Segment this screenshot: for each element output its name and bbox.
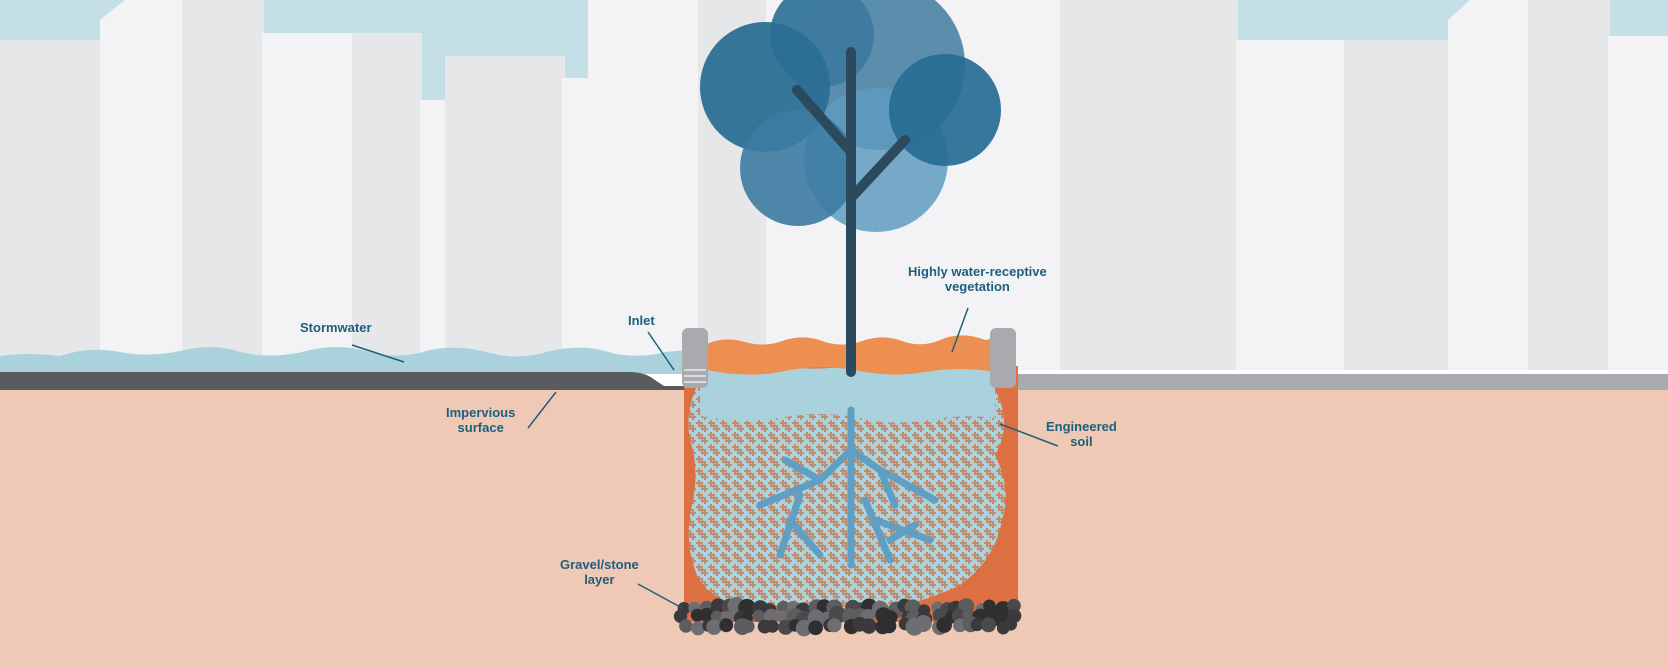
label-engineered-soil: Engineered soil (1046, 419, 1117, 449)
gravel-stone (936, 617, 953, 633)
label-gravel-line1: Gravel/stone (560, 557, 639, 572)
gravel-stone (914, 614, 932, 633)
inlet-grate (684, 369, 706, 383)
label-engineered-line2: soil (1070, 434, 1093, 449)
gravel-stone (719, 618, 734, 633)
water-saturated-zone (688, 376, 1006, 609)
pooled-water (700, 361, 995, 423)
label-inlet-text: Inlet (628, 313, 655, 328)
gravel-stone (766, 619, 779, 633)
tree-trunk (792, 47, 910, 377)
gravel-stone (970, 618, 984, 632)
tree-roots (756, 406, 939, 569)
gravel-stone (706, 619, 722, 635)
gravel-stone (881, 618, 897, 634)
leader-lines (351, 307, 1059, 609)
label-vegetation-line2: vegetation (944, 279, 1010, 294)
label-inlet: Inlet (628, 313, 655, 328)
gravel-stone (679, 619, 693, 633)
label-gravel-line2: layer (584, 572, 615, 587)
gravel-stone (741, 620, 755, 633)
label-impervious-line1: Impervious (446, 405, 516, 420)
city-buildings (0, 0, 1668, 370)
label-stormwater-text: Stormwater (300, 320, 372, 335)
impervious-pavement (0, 372, 690, 390)
gravel-stone (827, 618, 842, 633)
right-curb (990, 328, 1016, 388)
tree-canopy (700, 0, 1001, 232)
gravel-stone (690, 621, 706, 636)
gravel-stone (710, 598, 726, 614)
gravel-stone (776, 600, 790, 614)
gravel-stone (980, 617, 996, 633)
gravel-layer (673, 596, 1022, 637)
label-gravel: Gravel/stone layer (560, 557, 639, 587)
label-vegetation: Highly water-receptive vegetation (908, 264, 1047, 294)
label-engineered-line1: Engineered (1046, 419, 1117, 434)
gravel-stone (808, 620, 823, 636)
gravel-stone (1004, 617, 1018, 631)
label-impervious-line2: surface (457, 420, 504, 435)
sidewalk (1016, 374, 1668, 390)
left-curb (682, 328, 708, 388)
gravel-stone (699, 607, 715, 623)
gravel-stone (1007, 598, 1021, 613)
label-impervious: Impervious surface (446, 405, 515, 435)
label-stormwater: Stormwater (300, 320, 372, 335)
gravel-stone (795, 619, 813, 637)
gravel-stone (861, 618, 877, 634)
label-vegetation-line1: Highly water-receptive (908, 264, 1047, 279)
gravel-stone (763, 608, 780, 625)
stormwater-flow (0, 346, 690, 374)
gravel-stone (752, 609, 765, 623)
